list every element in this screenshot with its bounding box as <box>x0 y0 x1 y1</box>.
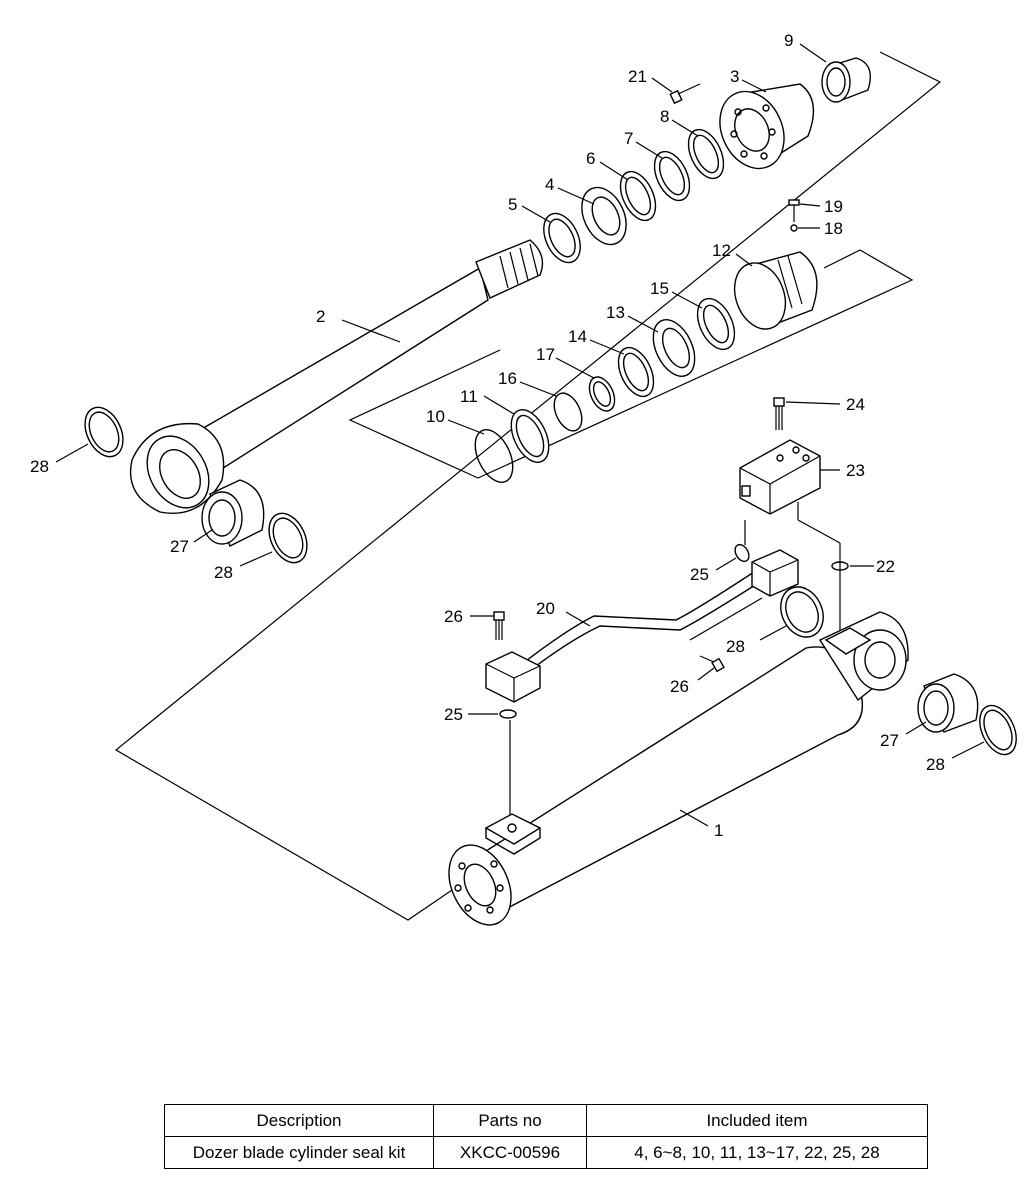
cylinder-tube-part-1 <box>448 611 909 926</box>
bushing-part-9 <box>821 57 871 103</box>
bolt-part-24 <box>773 397 785 430</box>
header-included-item: Included item <box>586 1104 928 1137</box>
label-part-13: 13 <box>606 303 625 322</box>
label-part-26b: 26 <box>670 677 689 696</box>
part-labels: 1 2 3 4 5 6 7 8 9 10 11 12 13 14 15 16 1… <box>30 31 945 840</box>
bolts-part-26 <box>493 611 725 673</box>
valve-block-part-23 <box>739 439 821 515</box>
label-part-15: 15 <box>650 279 669 298</box>
fasteners <box>669 83 800 232</box>
label-part-17: 17 <box>536 345 555 364</box>
guide-lines <box>114 51 942 921</box>
label-part-25b: 25 <box>444 705 463 724</box>
label-part-10: 10 <box>426 407 445 426</box>
leader-lines <box>55 43 985 827</box>
header-parts-no: Parts no <box>433 1104 587 1137</box>
label-part-3: 3 <box>730 67 739 86</box>
label-part-19: 19 <box>824 197 843 216</box>
cell-parts-no: XKCC-00596 <box>433 1136 587 1169</box>
label-part-7: 7 <box>624 129 633 148</box>
label-part-22: 22 <box>876 557 895 576</box>
label-part-27a: 27 <box>170 537 189 556</box>
rod-seals <box>543 128 725 264</box>
label-part-27b: 27 <box>880 731 899 750</box>
label-part-21: 21 <box>628 67 647 86</box>
o-rings <box>499 543 849 719</box>
label-part-28d: 28 <box>926 755 945 774</box>
label-part-16: 16 <box>498 369 517 388</box>
header-description: Description <box>164 1104 434 1137</box>
label-part-12: 12 <box>712 241 731 260</box>
piston-seals <box>474 297 736 483</box>
label-part-28c: 28 <box>726 637 745 656</box>
label-part-28a: 28 <box>30 457 49 476</box>
gland-part-3 <box>719 83 815 170</box>
label-part-11: 11 <box>460 387 478 406</box>
label-part-4: 4 <box>545 175 554 194</box>
snap-rings-part-28 <box>84 406 1017 756</box>
label-part-20: 20 <box>536 599 555 618</box>
cell-description: Dozer blade cylinder seal kit <box>164 1136 434 1169</box>
label-part-6: 6 <box>586 149 595 168</box>
pipe-part-20 <box>485 549 799 703</box>
label-part-8: 8 <box>660 107 669 126</box>
label-part-18: 18 <box>824 219 843 238</box>
label-part-2: 2 <box>316 307 325 326</box>
label-part-1: 1 <box>714 821 723 840</box>
seal-kit-table: Description Parts no Included item Dozer… <box>164 1104 928 1169</box>
cell-included-item: 4, 6~8, 10, 11, 13~17, 22, 25, 28 <box>586 1136 928 1169</box>
table-row: Dozer blade cylinder seal kit XKCC-00596… <box>164 1136 928 1169</box>
label-part-24: 24 <box>846 395 865 414</box>
piston-part-12 <box>733 251 818 330</box>
label-part-28b: 28 <box>214 563 233 582</box>
label-part-23: 23 <box>846 461 865 480</box>
label-part-5: 5 <box>508 195 517 214</box>
label-part-14: 14 <box>568 327 587 346</box>
label-part-25a: 25 <box>690 565 709 584</box>
piston-rod-part-2 <box>129 239 544 514</box>
bushings-part-27 <box>201 479 979 733</box>
label-part-26a: 26 <box>444 607 463 626</box>
cylinder-exploded-diagram: 1 2 3 4 5 6 7 8 9 10 11 12 13 14 15 16 1… <box>30 31 1017 926</box>
table-header-row: Description Parts no Included item <box>164 1104 928 1137</box>
label-part-9: 9 <box>784 31 793 50</box>
